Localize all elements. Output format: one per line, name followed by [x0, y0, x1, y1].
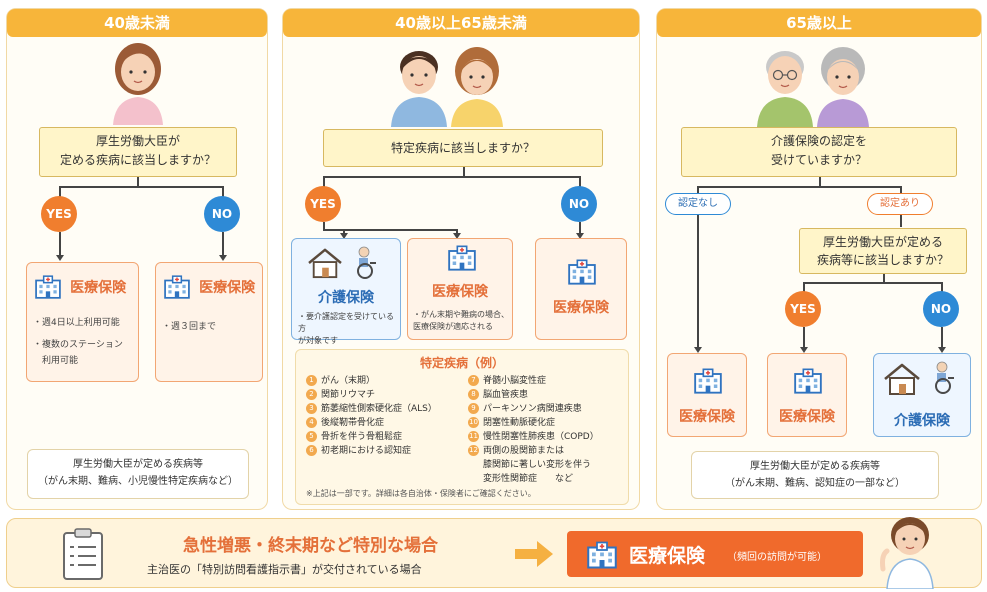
bullet: ・週4日以上利用可能	[33, 318, 120, 328]
question-box: 介護保険の認定を 受けていますか？	[681, 127, 957, 177]
question-text: 特定疾病に該当しますか？	[390, 141, 535, 155]
box-title: 医療保険	[432, 284, 488, 300]
certified-pill: 認定あり	[867, 193, 933, 215]
question-line-1: 介護保険の認定を	[770, 134, 867, 148]
info-box: 厚生労働大臣が定める疾病等 （がん末期、難病、認知症の一部など）	[691, 451, 939, 499]
box-title: 医療保険	[199, 280, 256, 296]
note: 医療保険が適応される	[413, 322, 493, 331]
info-line-1: 厚生労働大臣が定める疾病等	[750, 461, 880, 472]
column-title: 40歳以上65歳未満	[283, 9, 639, 37]
bullet: ・週３回まで	[162, 322, 217, 332]
box-title: 医療保険	[553, 300, 609, 316]
result-note: （頻回の訪問が可能）	[727, 552, 827, 563]
note: ・要介護認定を受けている方	[298, 312, 394, 333]
nurse-illustration	[880, 517, 934, 589]
hospital-icon	[448, 245, 476, 271]
box-title: 医療保険	[679, 409, 735, 425]
box-title: 医療保険	[70, 280, 127, 296]
medical-insurance-box-no: 医療保険 ・週３回まで	[155, 262, 263, 382]
question-box: 特定疾病に該当しますか？	[323, 129, 603, 167]
medical-insurance-box-no: 医療保険	[535, 238, 627, 340]
column-under-40: 40歳未満 厚生労働大臣が 定める疾病に該当しますか？ YES NO 医療保険 …	[6, 8, 268, 510]
note: ・がん末期や難病の場合、	[413, 310, 509, 319]
box-title: 介護保険	[894, 413, 950, 429]
medical-insurance-box-no-cert: 医療保険	[667, 353, 747, 437]
info-line-1: 厚生労働大臣が定める疾病等	[73, 459, 203, 470]
no-badge: NO	[204, 196, 240, 232]
no-badge: NO	[561, 186, 597, 222]
banner-subtext: 主治医の「特別訪問看護指示書」が交付されている場合	[147, 563, 422, 576]
info-line-2: （がん末期、難病、小児慢性特定疾病など）	[38, 476, 238, 487]
column-65-and-over: 65歳以上 介護保険の認定を 受けていますか？ 認定なし 認定あり 厚生労働大臣…	[656, 8, 982, 510]
medical-insurance-box-yes: 医療保険 ・週4日以上利用可能 ・複数のステーション 利用可能	[26, 262, 139, 382]
column-40-to-64: 40歳以上65歳未満 特定疾病に該当しますか？ YES NO 介護保険 ・要介護…	[282, 8, 640, 510]
box-title: 介護保険	[318, 290, 374, 306]
column-title: 40歳未満	[7, 9, 267, 37]
hospital-icon	[164, 275, 190, 299]
banner-headline: 急性増悪・終末期など特別な場合	[183, 536, 438, 556]
info-box: 厚生労働大臣が定める疾病等 （がん末期、難病、小児慢性特定疾病など）	[27, 449, 249, 499]
box-title: 医療保険	[779, 409, 835, 425]
clipboard-icon	[63, 528, 103, 580]
house-icon	[882, 362, 922, 396]
care-insurance-box: 介護保険	[873, 353, 971, 437]
elderly-couple-illustration	[757, 47, 869, 127]
footnote: ※上記は一部です。詳細は各自治体・保険者にご確認ください。	[306, 489, 536, 498]
disease-item: 変形性関節症 など	[483, 474, 574, 484]
question-box: 厚生労働大臣が 定める疾病に該当しますか？	[39, 127, 237, 177]
no-certification-pill: 認定なし	[665, 193, 731, 215]
hospital-icon	[587, 541, 617, 569]
wheelchair-person-icon	[352, 245, 382, 279]
question2-line-1: 厚生労働大臣が定める	[822, 235, 943, 249]
disease-title: 特定疾病（例）	[419, 356, 504, 370]
bullet: 利用可能	[33, 356, 79, 366]
question-line-2: 受けていますか？	[770, 153, 867, 167]
wheelchair-person-icon	[930, 360, 960, 394]
medical-insurance-result: 医療保険 （頻回の訪問が可能）	[567, 531, 863, 577]
medical-insurance-box-yes: 医療保険	[767, 353, 847, 437]
middle-aged-couple-illustration	[391, 47, 503, 127]
bullet: ・複数のステーション	[33, 340, 123, 350]
info-line-2: （がん末期、難病、認知症の一部など）	[725, 478, 905, 489]
question-line-2: 定める疾病に該当しますか？	[59, 153, 216, 167]
note: が対象です	[298, 336, 338, 345]
care-insurance-box: 介護保険 ・要介護認定を受けている方 が対象です	[291, 238, 401, 345]
question-box-2: 厚生労働大臣が定める 疾病等に該当しますか？	[799, 228, 967, 274]
question-line-1: 厚生労働大臣が	[95, 134, 180, 148]
special-case-banner: 急性増悪・終末期など特別な場合 主治医の「特別訪問看護指示書」が交付されている場…	[6, 517, 982, 589]
medical-insurance-box-yes: 医療保険 ・がん末期や難病の場合、 医療保険が適応される	[407, 238, 513, 340]
young-woman-illustration	[113, 43, 163, 125]
yes-badge: YES	[785, 291, 821, 327]
hospital-icon	[794, 368, 822, 394]
hospital-icon	[694, 368, 722, 394]
question2-line-2: 疾病等に該当しますか？	[816, 253, 949, 267]
house-icon	[306, 247, 344, 279]
disease-item: 膝関節に著しい変形を伴う	[483, 460, 592, 470]
hospital-icon	[568, 259, 596, 285]
right-arrow-icon	[515, 541, 553, 567]
yes-badge: YES	[41, 196, 77, 232]
result-title: 医療保険	[629, 545, 706, 567]
hospital-icon	[35, 275, 61, 299]
yes-badge: YES	[305, 186, 341, 222]
no-badge: NO	[923, 291, 959, 327]
column-title: 65歳以上	[657, 9, 981, 37]
